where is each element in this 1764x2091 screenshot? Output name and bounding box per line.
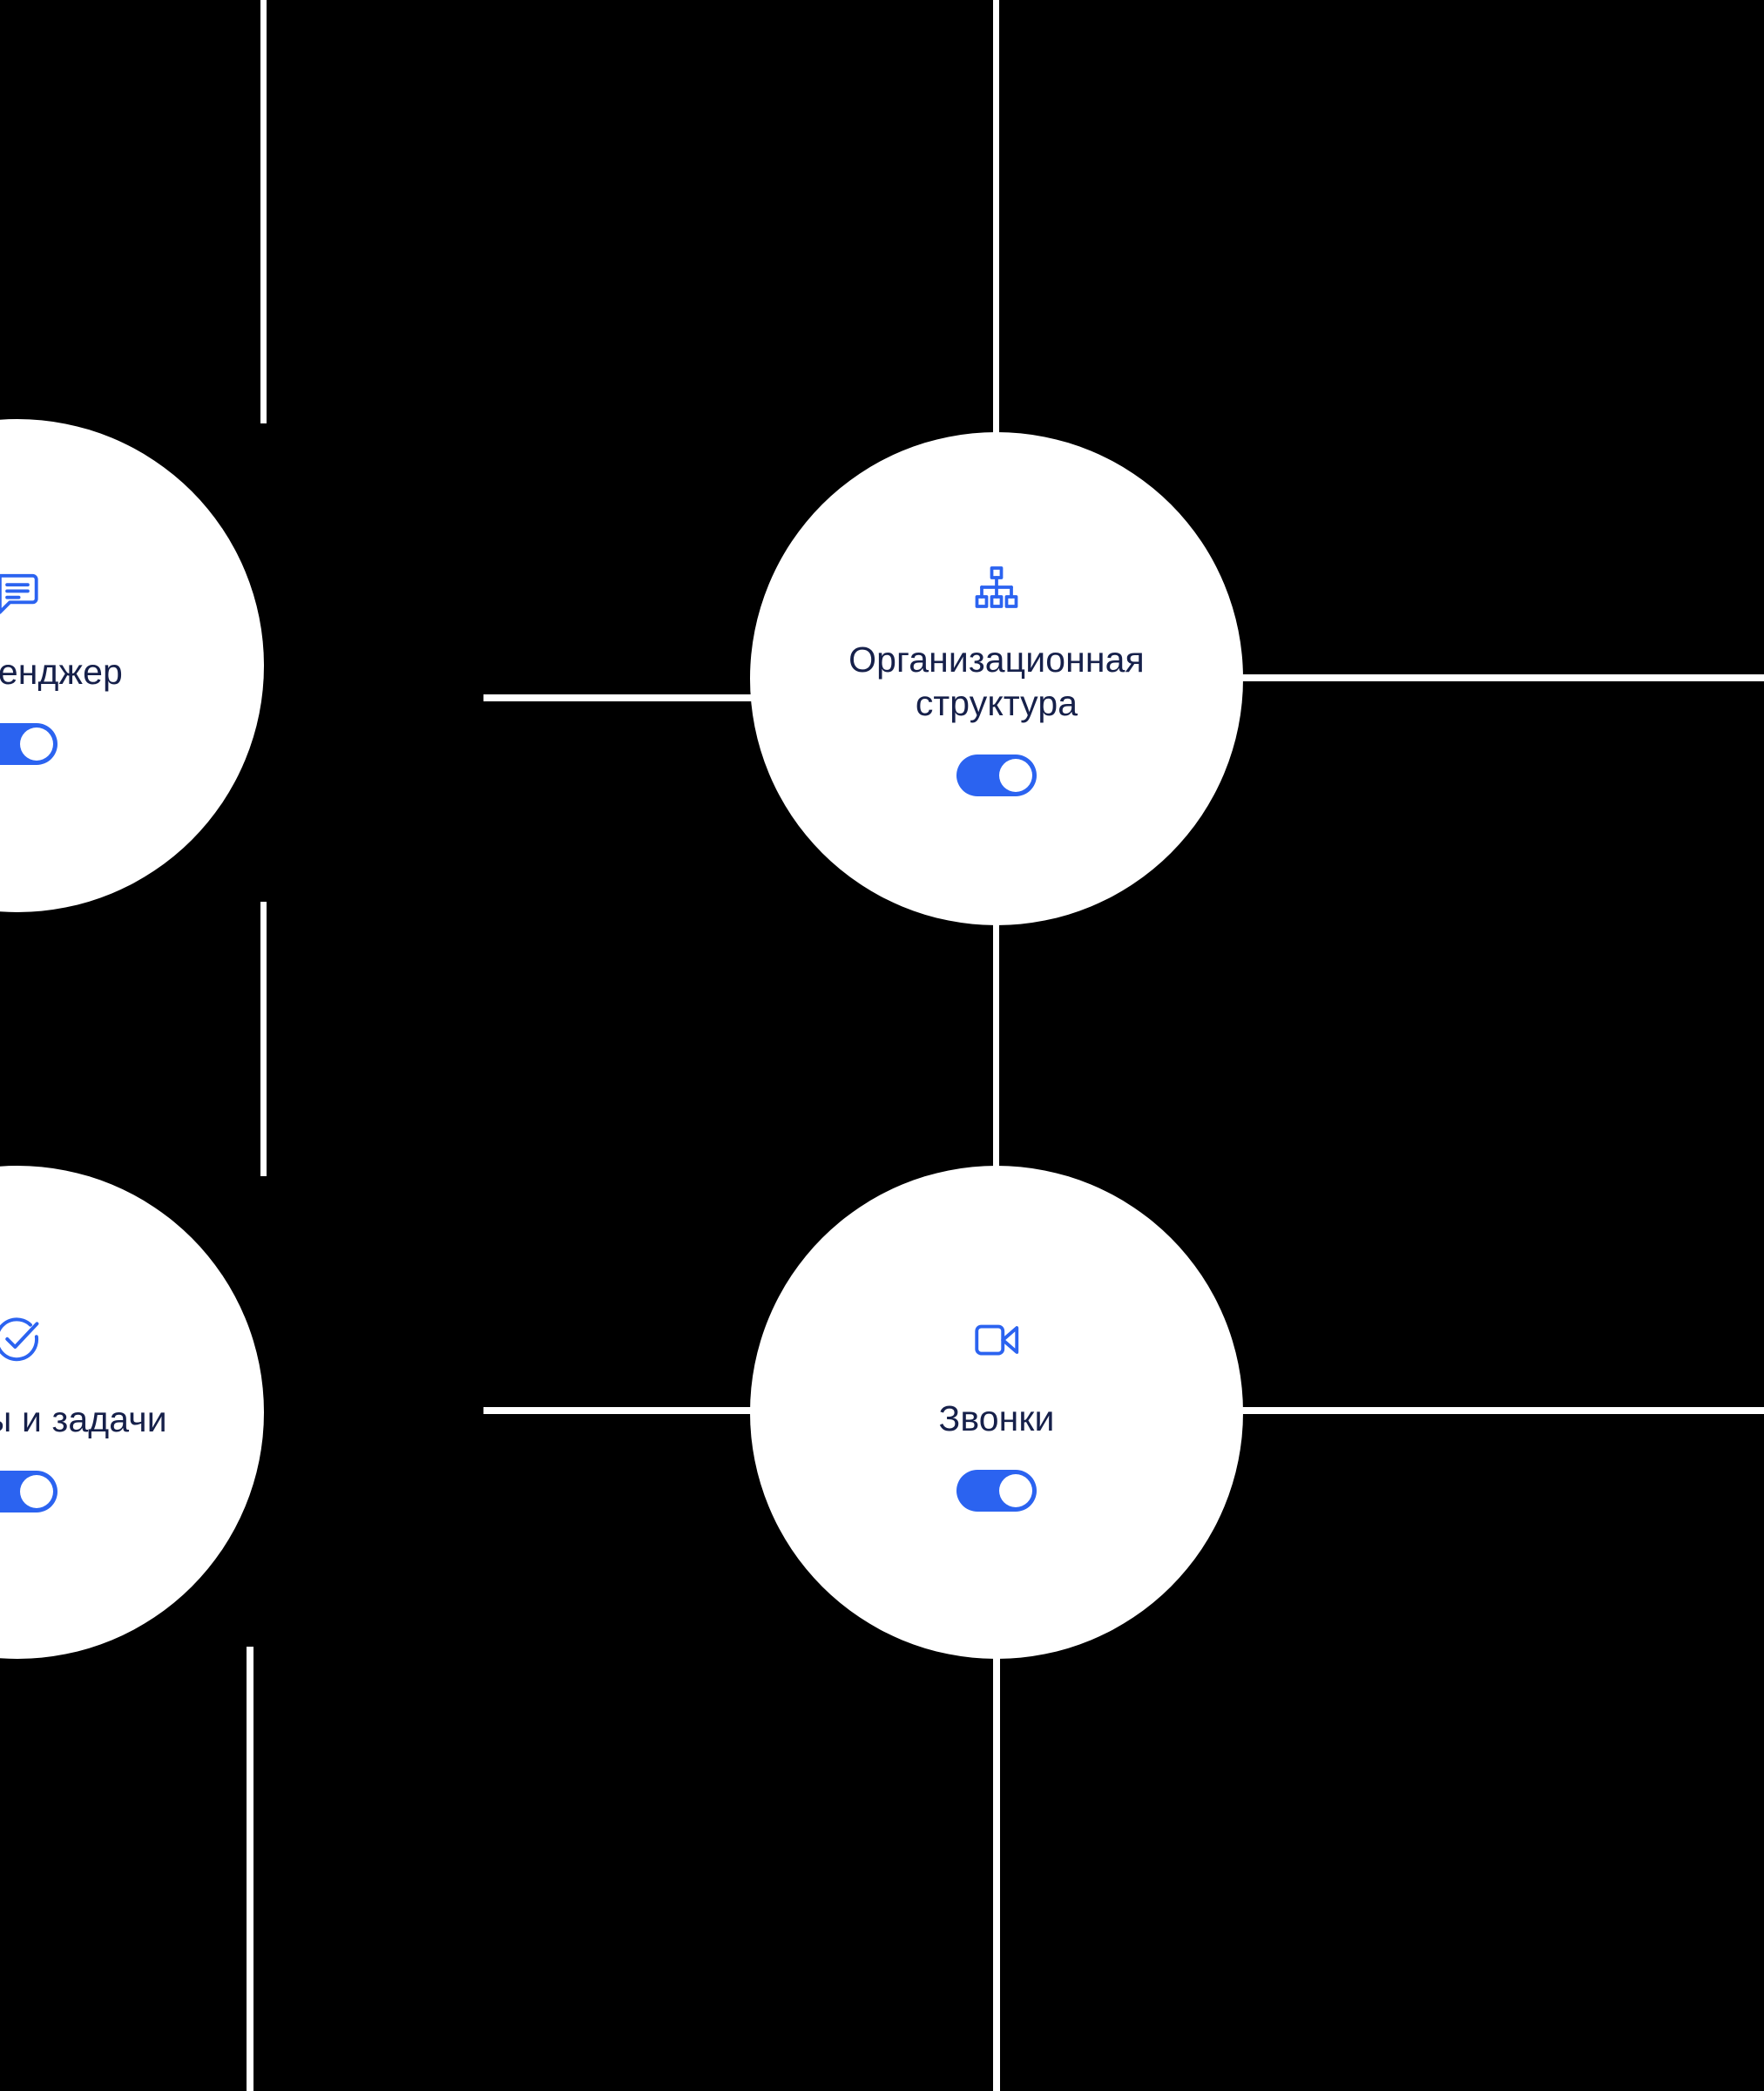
toggle-knob: [999, 1474, 1032, 1507]
connector-hline-org-to-right-edge: [1233, 674, 1764, 681]
connector-hline-calls-to-right-edge: [1233, 1407, 1764, 1414]
toggle-knob: [20, 1475, 53, 1508]
node-messenger[interactable]: Мессенджер: [0, 419, 264, 912]
toggle-calls[interactable]: [956, 1470, 1037, 1512]
node-calls[interactable]: Звонки: [750, 1166, 1243, 1659]
toggle-projects-tasks[interactable]: [0, 1471, 57, 1512]
connector-hline-messenger-to-org: [483, 694, 762, 701]
connector-vline-left-top: [260, 0, 267, 423]
node-org-structure[interactable]: Организационная структура: [750, 432, 1243, 925]
toggle-messenger[interactable]: [0, 723, 57, 765]
connector-vline-right-middle: [993, 915, 999, 1176]
toggle-knob: [20, 727, 53, 761]
toggle-knob: [999, 759, 1032, 793]
connector-vline-left-bottom: [247, 1647, 253, 2091]
node-label: Звонки: [938, 1397, 1055, 1438]
check-circle-icon: [0, 1312, 45, 1368]
video-camera-icon: [970, 1313, 1024, 1367]
connector-hline-projects-to-calls: [483, 1407, 762, 1414]
toggle-org-structure[interactable]: [956, 755, 1037, 797]
connector-vline-right-bottom: [993, 1647, 1000, 2091]
node-label: Организационная структура: [848, 639, 1145, 723]
connector-vline-left-middle: [260, 902, 267, 1176]
node-label: Мессенджер: [0, 651, 123, 692]
connector-vline-right-top: [993, 0, 999, 437]
org-chart-icon: [970, 561, 1023, 613]
node-projects-tasks[interactable]: Проекты и задачи: [0, 1166, 264, 1659]
chat-bubble-icon: [0, 566, 44, 620]
node-label: Проекты и задачи: [0, 1398, 167, 1439]
